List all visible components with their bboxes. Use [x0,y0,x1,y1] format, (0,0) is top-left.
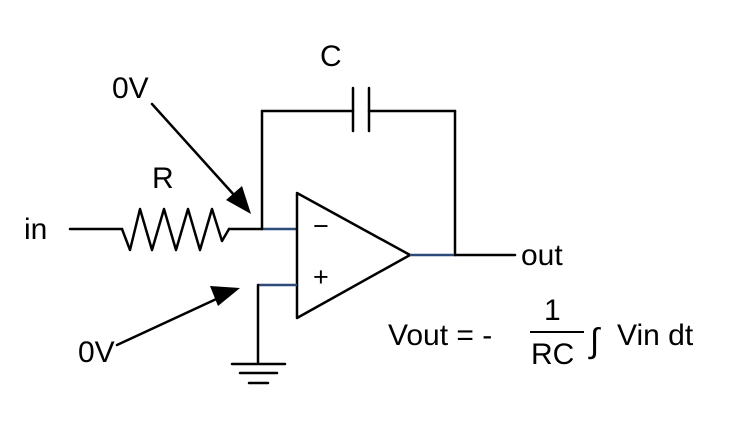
inverting-input-sign: − [313,211,329,241]
arrow-to-noninverting-node [115,293,227,347]
arrowhead-noninverting [210,286,240,306]
formula-integral-sign: ∫ [588,322,601,360]
noninverting-node-voltage-label: 0V [78,336,115,369]
input-label: in [24,213,47,246]
formula-integrand: Vin dt [617,319,694,352]
formula-numerator: 1 [544,294,561,327]
output-label: out [521,239,563,272]
arrowhead-inverting [226,186,251,214]
resistor-symbol [120,207,231,252]
inverting-node-voltage-label: 0V [112,72,149,105]
noninverting-input-sign: + [313,262,329,292]
formula-lhs: Vout = - [388,319,492,352]
resistor-label: R [152,162,174,195]
op-amp-triangle [295,191,412,320]
formula-denominator: RC [531,338,574,371]
arrow-to-inverting-node [150,102,246,208]
capacitor-label: C [320,40,342,73]
